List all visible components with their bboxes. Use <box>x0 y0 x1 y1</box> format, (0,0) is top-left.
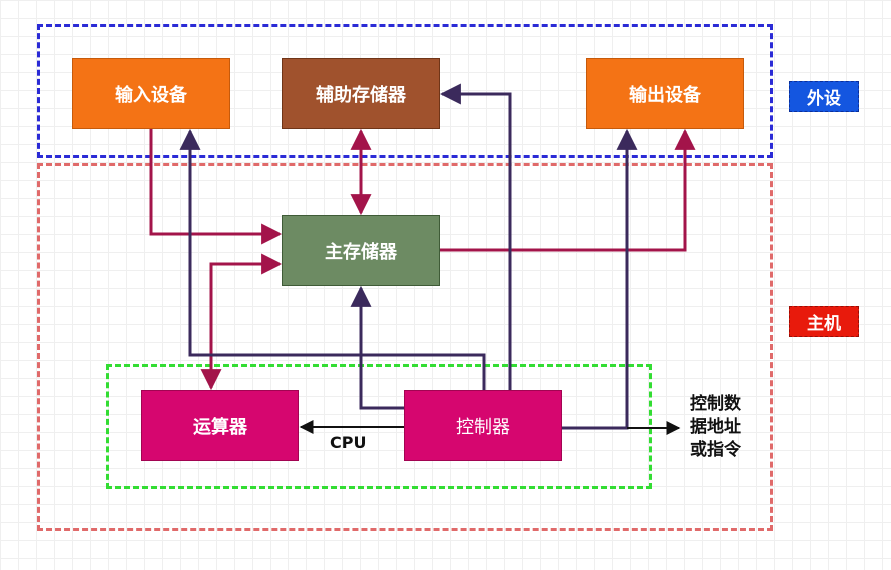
arrow-controller-to-output <box>562 128 638 430</box>
main-memory-node: 主存储器 <box>282 215 440 286</box>
cpu-label: CPU <box>330 433 367 452</box>
peripheral-zone-tag: 外设 <box>789 81 859 112</box>
arrow-input-to-main <box>149 129 283 245</box>
cpu-zone <box>106 364 652 489</box>
arrow-main-alu-bidirectional <box>200 253 283 391</box>
arrow-main-to-output <box>440 128 696 252</box>
controller-node: 控制器 <box>404 390 562 461</box>
external-output-label: 控制数 据地址 或指令 <box>690 394 741 460</box>
arrow-controller-to-input <box>179 128 486 390</box>
output-device-node: 输出设备 <box>586 58 744 129</box>
auxiliary-storage-node: 辅助存储器 <box>282 58 440 129</box>
host-zone-tag: 主机 <box>789 306 859 337</box>
alu-node: 运算器 <box>141 390 299 461</box>
host-zone <box>37 163 773 531</box>
arrow-controller-to-aux <box>439 83 512 390</box>
input-device-node: 输入设备 <box>72 58 230 129</box>
peripheral-zone <box>37 24 773 158</box>
arrow-controller-to-main <box>350 285 404 410</box>
